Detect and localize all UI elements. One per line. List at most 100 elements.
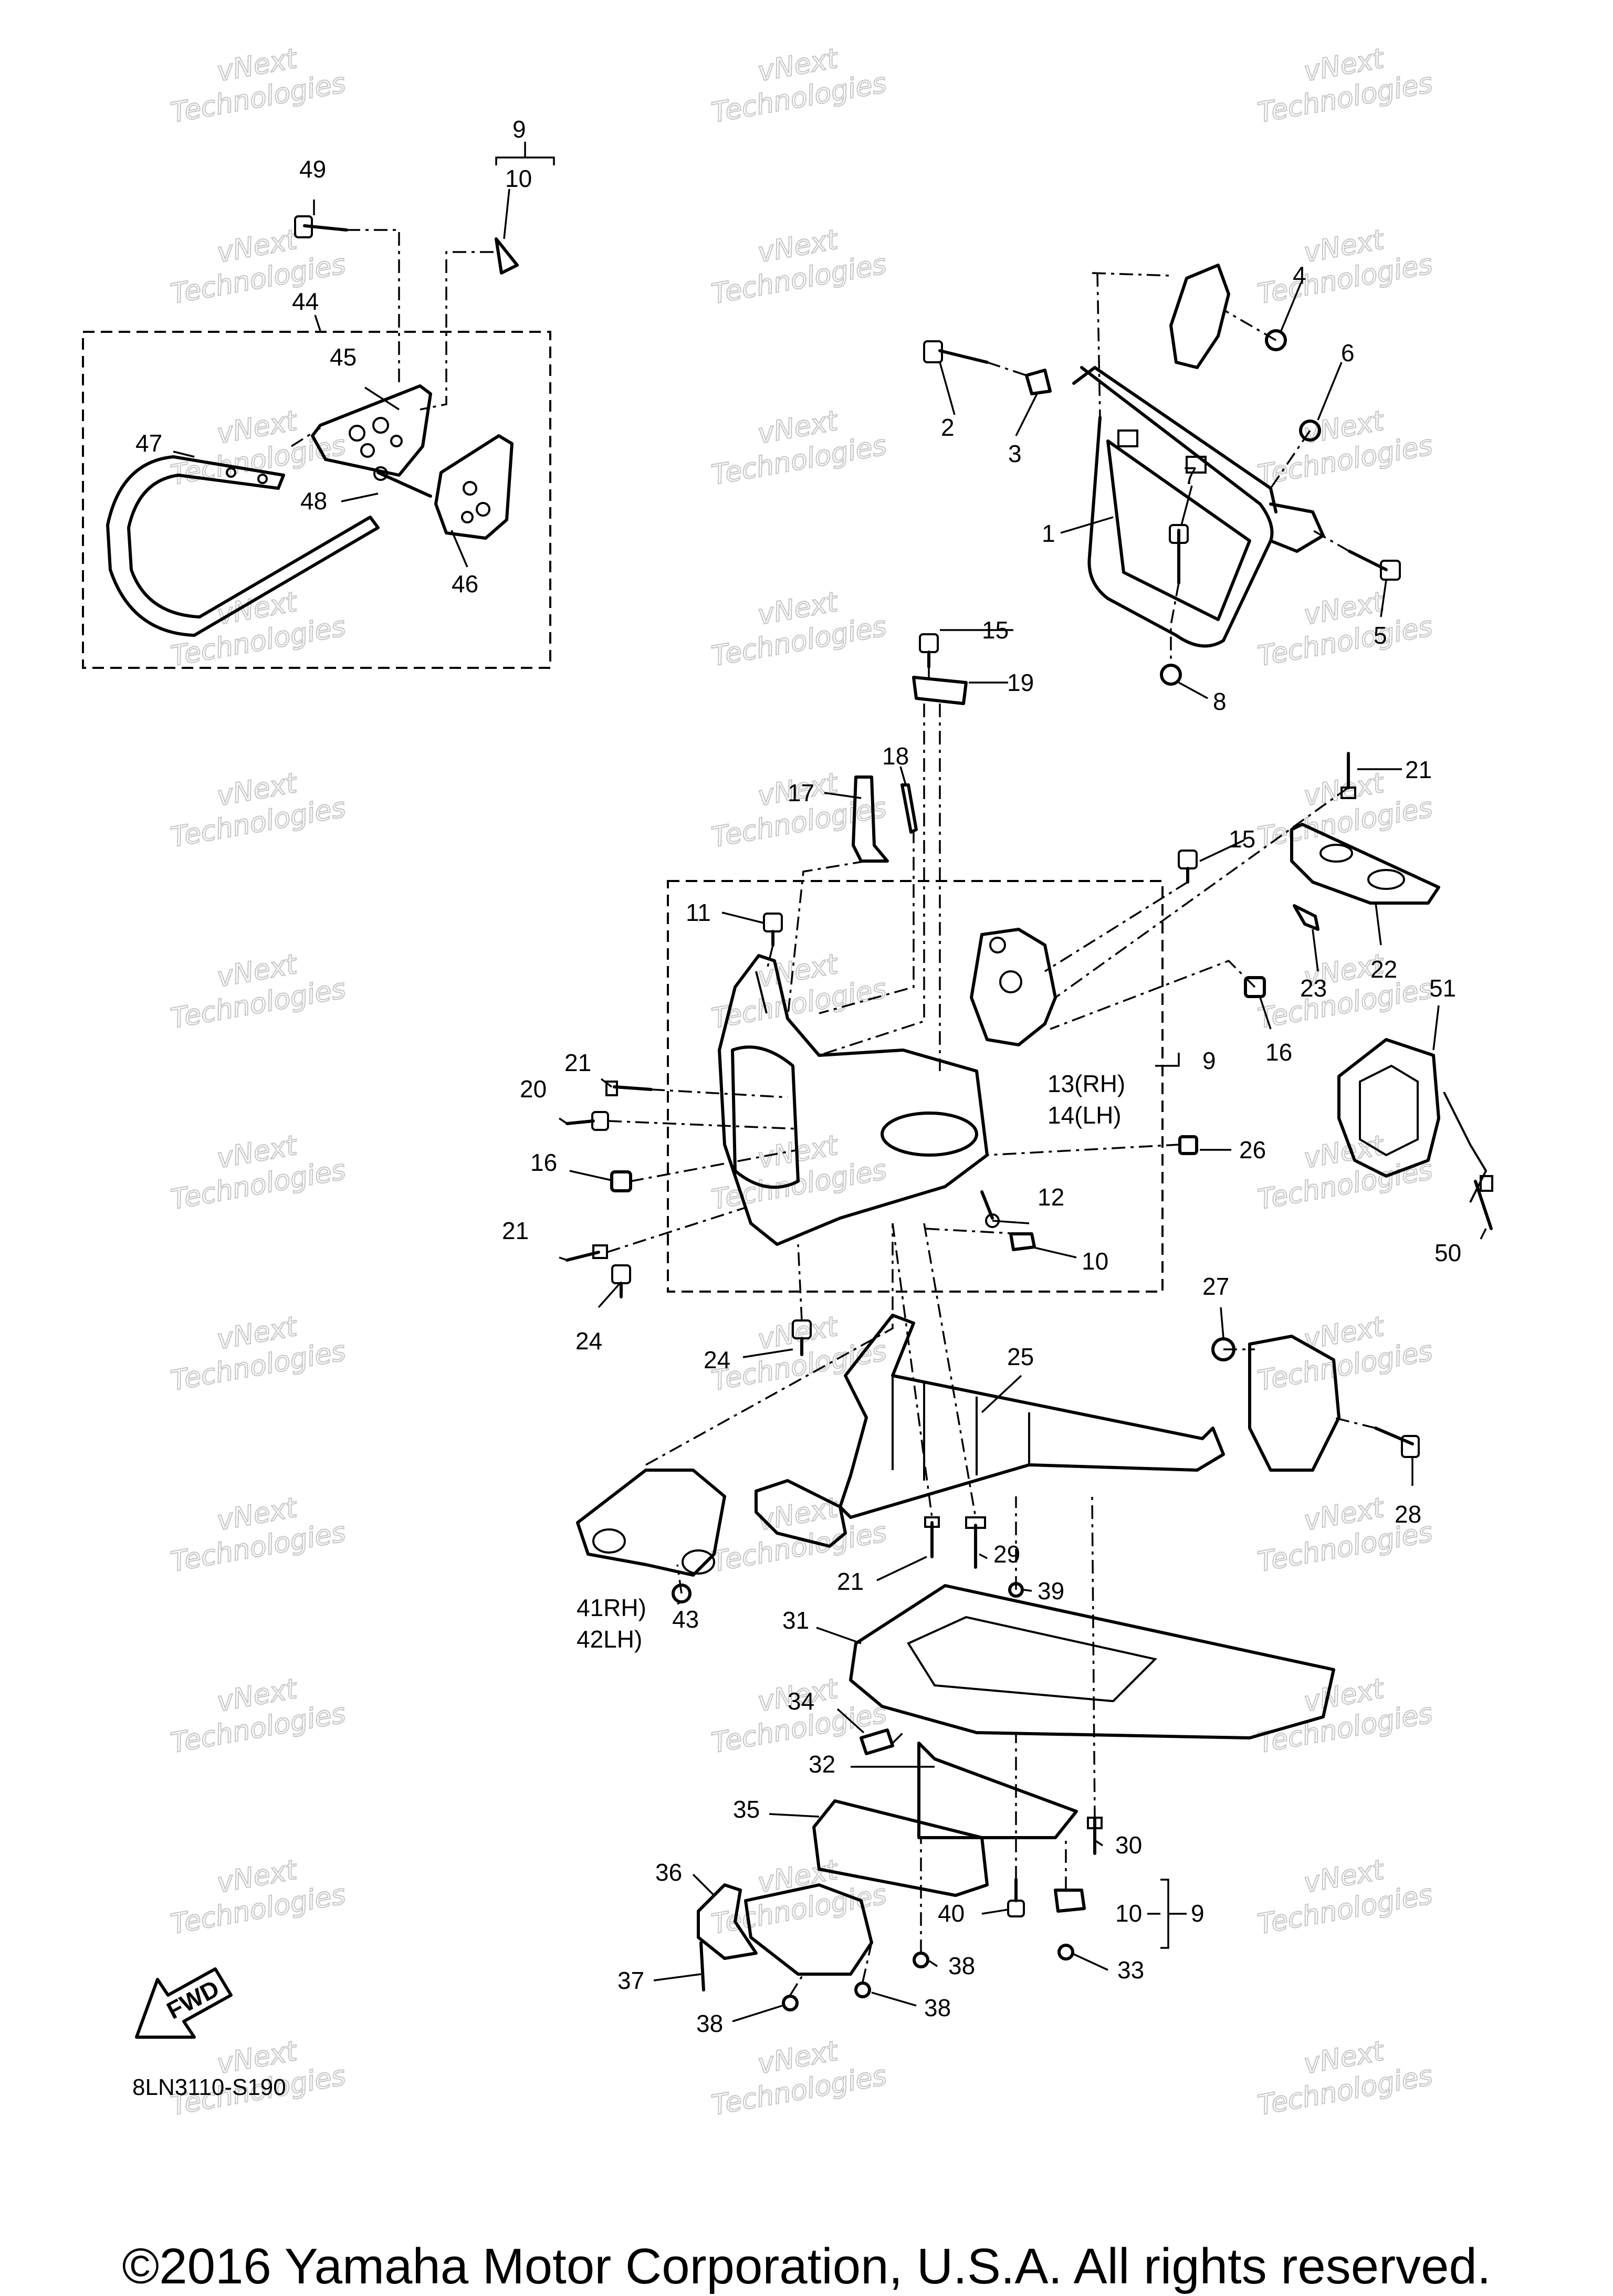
part-30-rivet (1087, 1817, 1103, 1855)
part-49-bolt (294, 215, 348, 238)
callout-3: 3 (1008, 440, 1022, 467)
callout-12: 12 (1038, 1183, 1064, 1211)
callout-15-upper: 15 (982, 616, 1009, 644)
callout-21-left: 21 (564, 1049, 591, 1076)
part-10-clip-mid (1009, 1232, 1036, 1251)
callout-4: 4 (1293, 261, 1306, 289)
callout-49: 49 (299, 155, 326, 183)
callout-31: 31 (782, 1607, 809, 1634)
part-21-rivet-left (605, 1081, 653, 1096)
part-29-bolt (965, 1516, 986, 1569)
callout-36: 36 (655, 1859, 682, 1886)
callout-48: 48 (300, 487, 327, 515)
part-10-clip-top (495, 237, 519, 275)
callout-10-mid: 10 (1082, 1247, 1108, 1275)
callout-35: 35 (733, 1796, 760, 1823)
part-5-bolt (1348, 550, 1401, 581)
callout-6: 6 (1341, 339, 1355, 366)
part-41-42-bracket (576, 1469, 726, 1577)
part-28-bolt (1374, 1427, 1420, 1458)
callout-9-low: 9 (1191, 1900, 1204, 1927)
part-24-bolt-left (611, 1264, 631, 1298)
part-35-plate (812, 1799, 989, 1897)
part-32-plate (917, 1742, 1078, 1839)
part-36-bracket (697, 1883, 873, 1976)
callout-37: 37 (617, 1967, 644, 1994)
part-21-rivet-frame (924, 1516, 940, 1558)
part-6-nut (1299, 420, 1321, 442)
guide-lines (291, 229, 1376, 1996)
callout-24-left: 24 (575, 1327, 602, 1355)
callout-41-rh: 41RH) (577, 1594, 646, 1621)
callout-21-low: 21 (502, 1217, 529, 1244)
callout-20: 20 (520, 1075, 547, 1103)
callout-9-mid: 9 (1202, 1047, 1216, 1074)
callout-29: 29 (993, 1540, 1020, 1568)
callout-28: 28 (1395, 1501, 1421, 1528)
part-22-plate (1290, 823, 1440, 905)
part-16-bumper-right (1244, 976, 1266, 998)
callout-44: 44 (292, 288, 319, 315)
callout-40: 40 (938, 1900, 965, 1927)
part-1-front-bumper (1072, 366, 1325, 648)
callout-27: 27 (1202, 1273, 1229, 1300)
callout-1: 1 (1042, 520, 1055, 547)
callout-22: 22 (1370, 956, 1397, 983)
part-15-bolt-upper (919, 633, 939, 668)
part-2-bolt (923, 340, 989, 364)
callout-32: 32 (809, 1750, 835, 1778)
part-19-bracket (912, 676, 968, 705)
callout-33: 33 (1117, 1956, 1144, 1984)
group-box-9 (667, 880, 1164, 1293)
part-16-bumper-left (610, 1170, 632, 1192)
callout-26: 26 (1239, 1136, 1266, 1163)
part-13-14-latch (970, 928, 1057, 1046)
callout-17: 17 (788, 779, 814, 806)
callout-45: 45 (330, 343, 357, 371)
leader-lines (173, 142, 1487, 2022)
callout-38-b: 38 (696, 2010, 723, 2037)
callout-38-c: 38 (924, 1994, 951, 2021)
part-37-rivet (699, 1941, 705, 1991)
callout-16-left: 16 (530, 1149, 557, 1176)
part-8-nut (1160, 664, 1182, 686)
part-21-rivet-low (565, 1244, 608, 1262)
part-3-nut (1025, 369, 1052, 395)
part-46-bracket (434, 434, 514, 540)
diagram-code: 8LN3110-S190 (132, 2074, 286, 2100)
callout-23: 23 (1300, 974, 1327, 1002)
part-23-clip (1293, 904, 1319, 931)
callout-19: 19 (1007, 669, 1034, 696)
copyright-notice: ©2016 Yamaha Motor Corporation, U.S.A. A… (122, 2238, 1491, 2294)
callout-8: 8 (1213, 688, 1227, 715)
callout-13-rh: 13(RH) (1048, 1070, 1125, 1097)
part-38-screw-b (782, 1995, 799, 2011)
part-bracket-rh-support (1248, 1335, 1340, 1472)
callout-25: 25 (1007, 1343, 1034, 1370)
callout-50: 50 (1434, 1239, 1461, 1266)
part-48-rivet (373, 466, 432, 498)
part-38-screw-a (913, 1952, 929, 1968)
part-bracket-upper (1169, 264, 1230, 369)
part-34-clip (860, 1728, 894, 1755)
part-25-front-frame (755, 1314, 1225, 1548)
